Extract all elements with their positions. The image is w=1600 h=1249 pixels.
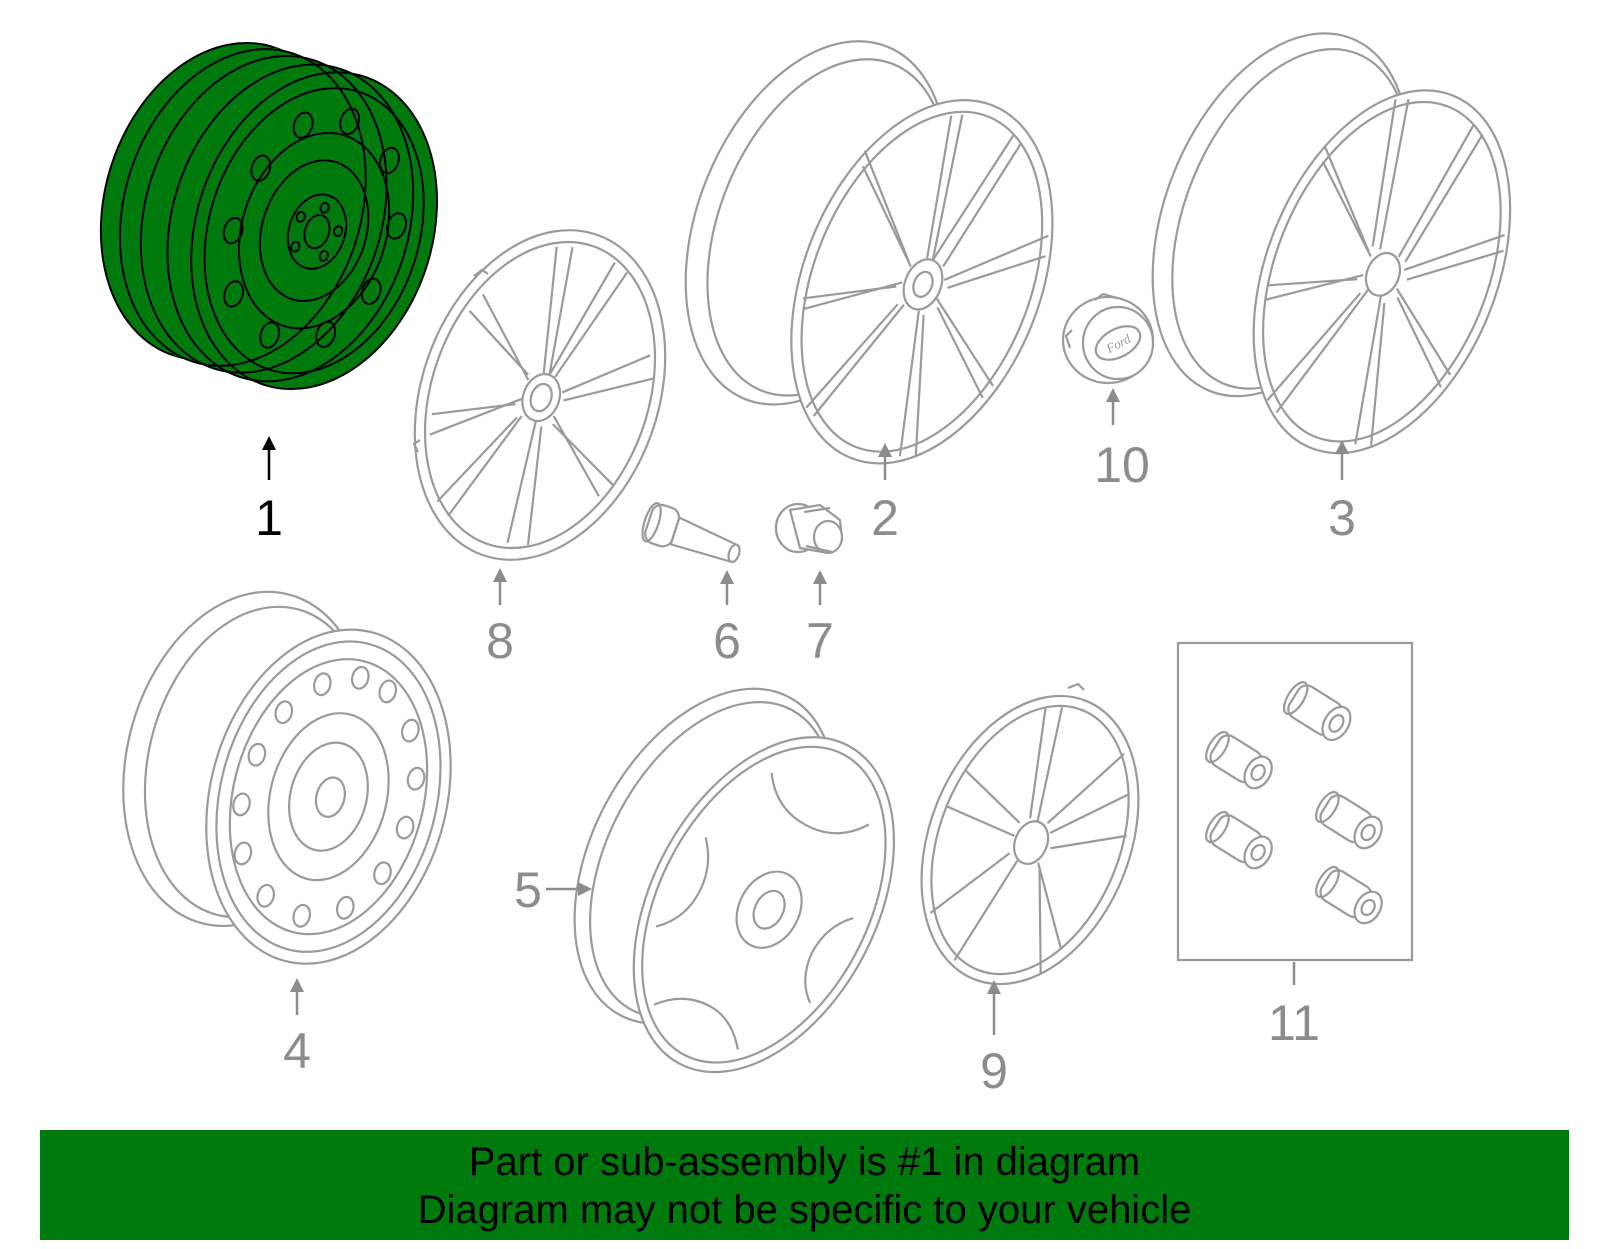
svg-text:7: 7 [806,613,834,669]
part-2-alloy-wheel[interactable] [630,3,1108,503]
part-4-steel-wheel[interactable] [84,564,491,991]
callout-5: 5 [514,862,592,918]
callout-8: 8 [486,568,514,669]
svg-text:3: 3 [1328,490,1356,546]
part-6-valve-stem[interactable] [639,501,746,570]
callout-1: 1 [255,436,283,546]
svg-text:6: 6 [713,613,741,669]
svg-text:5: 5 [514,862,542,918]
part-7-lug-nut[interactable] [774,502,844,555]
part-10-center-cap[interactable]: Ford [1061,292,1155,385]
svg-text:1: 1 [255,490,283,546]
banner-line-2: Diagram may not be specific to your vehi… [417,1188,1192,1232]
part-8-wheel-cover[interactable] [371,195,709,595]
notice-banner: Part or sub-assembly is #1 in diagram Di… [40,1130,1569,1240]
svg-text:8: 8 [486,613,514,669]
part-1-steel-wheel[interactable] [61,11,476,421]
svg-text:2: 2 [871,490,899,546]
svg-text:11: 11 [1268,995,1320,1051]
part-5-spare-wheel[interactable] [514,645,954,1116]
callout-10: 10 [1094,388,1150,493]
svg-text:9: 9 [980,1043,1008,1099]
svg-text:4: 4 [283,1023,311,1079]
callout-4: 4 [283,978,311,1079]
callout-9: 9 [980,980,1008,1099]
part-9-wheel-cover[interactable] [881,663,1179,1016]
callout-2: 2 [871,443,899,546]
parts-diagram: 1 2 3 [61,0,1565,1116]
part-11-lock-nut-kit[interactable] [1176,641,1414,962]
banner-line-1: Part or sub-assembly is #1 in diagram [468,1140,1141,1184]
callout-6: 6 [713,570,741,669]
callout-7: 7 [806,570,834,669]
callout-3: 3 [1328,440,1356,546]
svg-text:10: 10 [1094,437,1150,493]
part-3-alloy-wheel[interactable] [1097,0,1565,491]
callout-11: 11 [1268,962,1320,1051]
